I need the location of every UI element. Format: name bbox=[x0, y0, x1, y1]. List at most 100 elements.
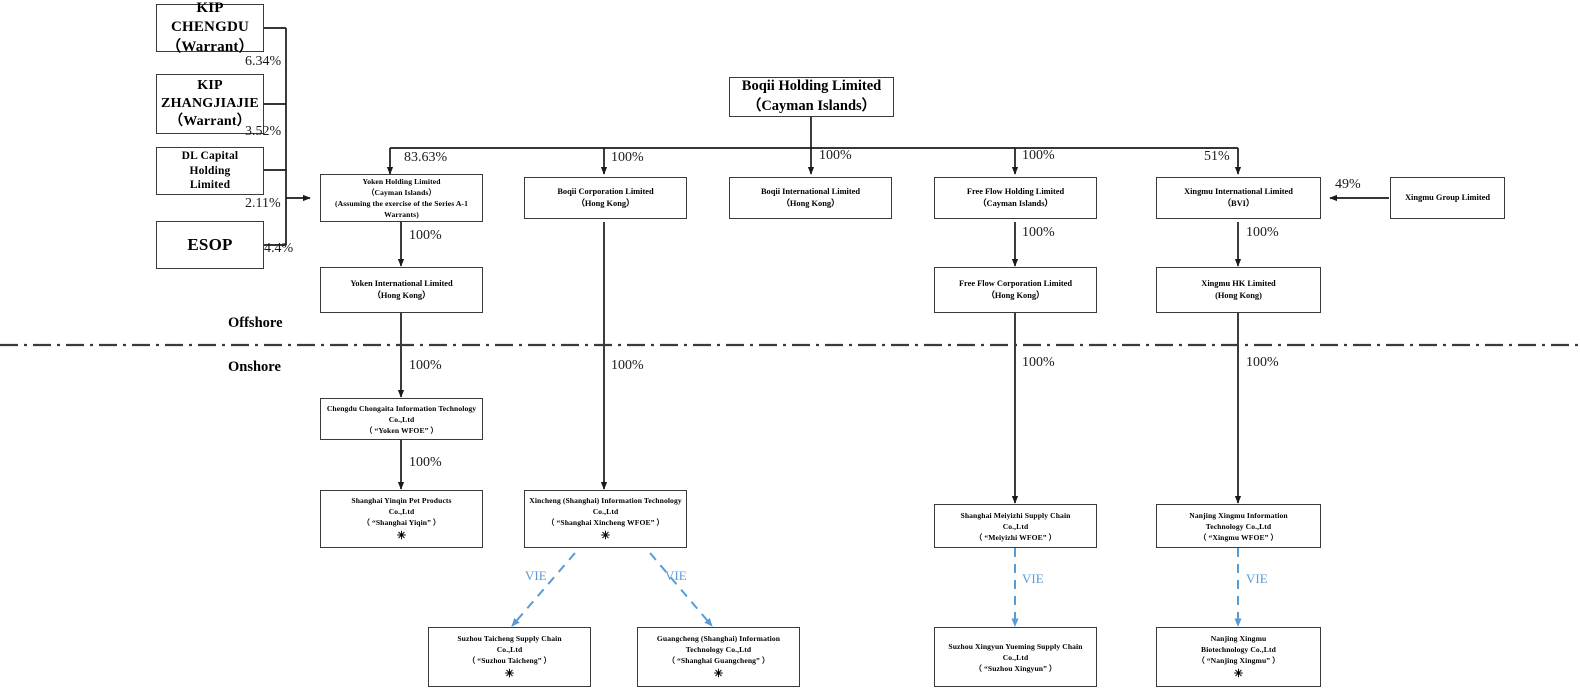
node-alias: （ “Xingmu WFOE” ） bbox=[1198, 532, 1279, 542]
node-alias: （ “Yoken WFOE” ） bbox=[364, 425, 439, 435]
footnote-star-icon: ✳ bbox=[396, 530, 407, 543]
node-kip-zhangjiajie[interactable]: KIP ZHANGJIAJIE （Warrant） bbox=[156, 74, 264, 134]
node-line: （Hong Kong） bbox=[576, 199, 635, 208]
node-line: Co.,Ltd bbox=[388, 414, 415, 424]
edge-label-xincheng-wfoe-pct: 100% bbox=[611, 358, 644, 373]
node-xingmu-wfoe[interactable]: Nanjing Xingmu Information Technology Co… bbox=[1156, 504, 1321, 548]
node-alias: （ “Suzhou Xingyun” ） bbox=[974, 663, 1057, 673]
node-line: Co.,Ltd bbox=[1002, 652, 1029, 662]
node-line: Chengdu Chongaita Information Technology bbox=[326, 403, 477, 413]
edge-label-xingmu-intl-pct: 51% bbox=[1204, 149, 1230, 164]
node-line: Co.,Ltd bbox=[496, 645, 523, 655]
node-line: Free Flow Holding Limited bbox=[966, 186, 1065, 196]
edge-label-boqii-corp-pct: 100% bbox=[611, 150, 644, 165]
edge-label-vie-3: VIE bbox=[1022, 571, 1044, 586]
edge-label-meiyizhi-wfoe-pct: 100% bbox=[1022, 355, 1055, 370]
node-line: （Hong Kong） bbox=[372, 291, 431, 300]
edge-label-free-flow-holding-pct: 100% bbox=[1022, 148, 1055, 163]
node-nanjing-xingmu[interactable]: Nanjing Xingmu Biotechnology Co.,Ltd （ “… bbox=[1156, 627, 1321, 687]
node-boqii-international-limited[interactable]: Boqii International Limited （Hong Kong） bbox=[729, 177, 892, 219]
node-line: Technology Co.,Ltd bbox=[1205, 521, 1272, 531]
node-line: （Hong Kong） bbox=[986, 291, 1045, 300]
node-line: ESOP bbox=[187, 234, 233, 254]
edge-label-dl-capital-pct: 2.11% bbox=[245, 196, 281, 211]
edge-label-yoken-holding-pct: 83.63% bbox=[404, 150, 448, 165]
node-line: Technology Co.,Ltd bbox=[685, 645, 752, 655]
edge-label-esop-pct: 4.4% bbox=[264, 241, 294, 256]
node-alias: （ “Meiyizhi WFOE” ） bbox=[974, 532, 1057, 542]
node-shanghai-guangcheng[interactable]: Guangcheng (Shanghai) Information Techno… bbox=[637, 627, 800, 687]
edge-label-kip-chengdu-pct: 6.34% bbox=[245, 54, 282, 69]
edge-label-shanghai-yiqin-pct: 100% bbox=[409, 455, 442, 470]
node-line: Guangcheng (Shanghai) Information bbox=[656, 634, 781, 644]
node-line: (Assuming the exercise of the Series A-1 bbox=[335, 199, 468, 208]
node-line: Warrants) bbox=[384, 210, 419, 219]
edge-label-vie-1: VIE bbox=[525, 568, 547, 583]
node-xingmu-group-limited[interactable]: Xingmu Group Limited bbox=[1390, 177, 1505, 219]
node-alias: （ “Suzhou Taicheng” ） bbox=[467, 656, 552, 666]
node-line: Biotechnology Co.,Ltd bbox=[1201, 645, 1276, 655]
node-line: （Cayman Islands） bbox=[978, 199, 1053, 208]
edge-label-boqii-intl-pct: 100% bbox=[819, 148, 852, 163]
node-esop[interactable]: ESOP bbox=[156, 221, 264, 269]
node-line: （Warrant） bbox=[166, 38, 254, 55]
node-line: （Cayman Islands） bbox=[746, 98, 877, 114]
node-line: DL Capital Holding bbox=[181, 149, 239, 177]
node-line: ZHANGJIAJIE bbox=[161, 95, 259, 111]
node-alias: （ “Shanghai Guangcheng” ） bbox=[667, 656, 770, 666]
node-line: （BVI） bbox=[1222, 199, 1255, 208]
node-shanghai-yiqin[interactable]: Shanghai Yinqin Pet Products Co.,Ltd （ “… bbox=[320, 490, 483, 548]
node-line: Boqii International Limited bbox=[760, 186, 861, 196]
node-line: （Hong Kong） bbox=[781, 199, 840, 208]
edge-label-vie-4: VIE bbox=[1246, 571, 1268, 586]
node-line: （Cayman Islands） bbox=[366, 188, 437, 197]
node-yoken-international-limited[interactable]: Yoken International Limited （Hong Kong） bbox=[320, 267, 483, 313]
node-line: Xincheng (Shanghai) Information Technolo… bbox=[529, 496, 682, 506]
node-suzhou-xingyun[interactable]: Suzhou Xingyun Yueming Supply Chain Co.,… bbox=[934, 627, 1097, 687]
node-free-flow-corporation-limited[interactable]: Free Flow Corporation Limited （Hong Kong… bbox=[934, 267, 1097, 313]
node-line: (Hong Kong) bbox=[1215, 291, 1262, 300]
node-line: Shanghai Yinqin Pet Products bbox=[351, 496, 452, 506]
node-shanghai-xincheng-wfoe[interactable]: Xincheng (Shanghai) Information Technolo… bbox=[524, 490, 687, 548]
node-alias: （ “Shanghai Yiqin” ） bbox=[362, 518, 441, 528]
node-suzhou-taicheng[interactable]: Suzhou Taicheng Supply Chain Co.,Ltd （ “… bbox=[428, 627, 591, 687]
node-line: Xingmu HK Limited bbox=[1201, 278, 1276, 288]
node-line: Shanghai Meiyizhi Supply Chain bbox=[960, 510, 1071, 520]
node-kip-chengdu[interactable]: KIP CHENGDU （Warrant） bbox=[156, 0, 264, 55]
node-line: Yoken International Limited bbox=[350, 278, 453, 288]
edge-label-xingmu-wfoe-pct: 100% bbox=[1246, 355, 1279, 370]
node-line: Co.,Ltd bbox=[592, 507, 619, 517]
node-line: Boqii Corporation Limited bbox=[557, 186, 654, 196]
node-line: Suzhou Taicheng Supply Chain bbox=[457, 634, 562, 644]
footnote-star-icon: ✳ bbox=[1233, 668, 1244, 681]
edge-label-free-flow-corp-pct: 100% bbox=[1022, 225, 1055, 240]
node-line: Co.,Ltd bbox=[1002, 521, 1029, 531]
node-meiyizhi-wfoe[interactable]: Shanghai Meiyizhi Supply Chain Co.,Ltd （… bbox=[934, 504, 1097, 548]
node-line: KIP CHENGDU bbox=[170, 0, 250, 36]
node-xingmu-hk-limited[interactable]: Xingmu HK Limited (Hong Kong) bbox=[1156, 267, 1321, 313]
node-line: Xingmu Group Limited bbox=[1404, 192, 1490, 202]
edge-label-yoken-intl-pct: 100% bbox=[409, 228, 442, 243]
footnote-star-icon: ✳ bbox=[504, 668, 515, 681]
node-free-flow-holding-limited[interactable]: Free Flow Holding Limited （Cayman Island… bbox=[934, 177, 1097, 219]
zone-label-onshore: Onshore bbox=[228, 359, 281, 375]
node-line: Xingmu International Limited bbox=[1184, 186, 1293, 196]
zone-label-offshore: Offshore bbox=[228, 315, 283, 331]
node-line: Co.,Ltd bbox=[388, 507, 415, 517]
edge-label-xingmu-group-pct: 49% bbox=[1335, 177, 1361, 192]
footnote-star-icon: ✳ bbox=[713, 668, 724, 681]
node-line: Nanjing Xingmu Information bbox=[1189, 510, 1288, 520]
node-xingmu-international-limited[interactable]: Xingmu International Limited （BVI） bbox=[1156, 177, 1321, 219]
node-boqii-corporation-limited[interactable]: Boqii Corporation Limited （Hong Kong） bbox=[524, 177, 687, 219]
node-dl-capital-holding[interactable]: DL Capital Holding Limited bbox=[156, 147, 264, 195]
edge-label-vie-2: VIE bbox=[665, 568, 687, 583]
node-boqii-holding-limited[interactable]: Boqii Holding Limited （Cayman Islands） bbox=[729, 77, 894, 117]
edge-label-kip-zhangjiajie-pct: 3.52% bbox=[245, 124, 282, 139]
node-yoken-holding-limited[interactable]: Yoken Holding Limited （Cayman Islands） (… bbox=[320, 174, 483, 222]
node-line: KIP bbox=[197, 77, 223, 93]
node-yoken-wfoe[interactable]: Chengdu Chongaita Information Technology… bbox=[320, 398, 483, 440]
node-alias: （ “Nanjing Xingmu” ） bbox=[1197, 656, 1280, 666]
node-line: Suzhou Xingyun Yueming Supply Chain bbox=[948, 641, 1083, 651]
node-line: Free Flow Corporation Limited bbox=[958, 278, 1073, 288]
